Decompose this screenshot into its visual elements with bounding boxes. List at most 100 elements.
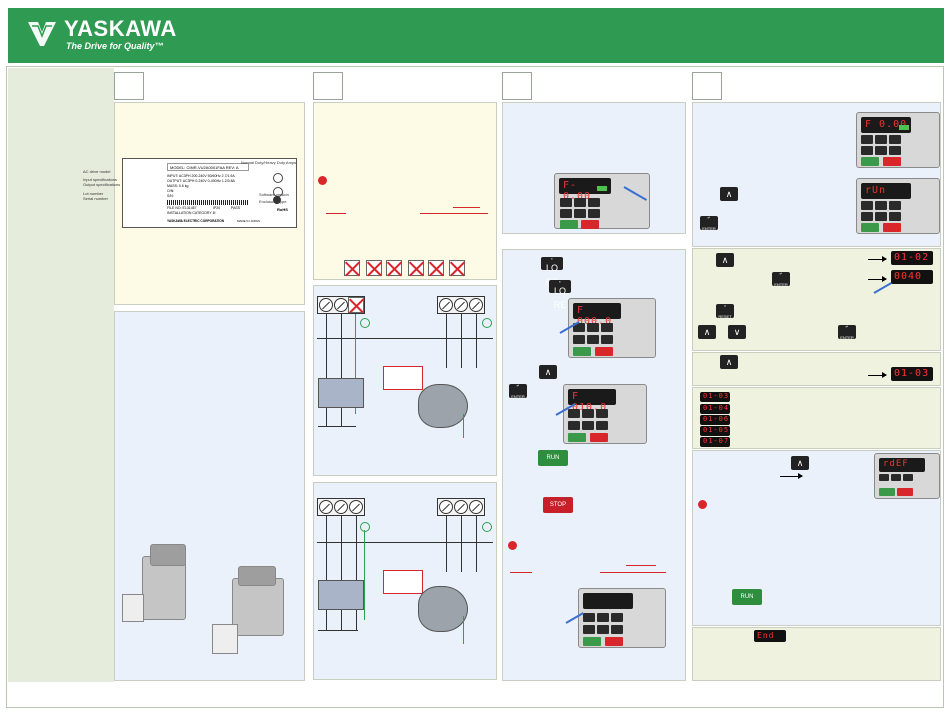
enter-key[interactable]	[596, 421, 608, 430]
ground-wire	[463, 414, 464, 438]
drive-keypad: F 0.00	[856, 112, 940, 168]
stop-key[interactable]	[595, 347, 613, 356]
esc-key[interactable]	[573, 323, 585, 332]
enter-key[interactable]	[588, 209, 600, 218]
enter-key[interactable]	[611, 625, 623, 634]
red-underline	[453, 207, 480, 208]
label-output-spec: Output specifications	[83, 182, 121, 187]
wire	[341, 408, 342, 426]
end-display: End	[754, 630, 786, 642]
up-key[interactable]: ∧	[539, 365, 557, 379]
reset-key[interactable]	[573, 335, 585, 344]
up-key[interactable]: ∧	[720, 355, 738, 369]
stop-key[interactable]: STOP	[543, 497, 573, 513]
up-key[interactable]: ∧	[791, 456, 809, 470]
run-key[interactable]	[861, 223, 879, 232]
esc-key[interactable]	[560, 198, 572, 207]
lo-re-key[interactable]	[601, 323, 613, 332]
stop-key[interactable]	[581, 220, 599, 229]
stop-key[interactable]	[883, 157, 901, 166]
drive-keypad: rdEF	[874, 453, 940, 499]
stop-key[interactable]	[590, 433, 608, 442]
arrow-icon	[868, 372, 887, 378]
reset-key[interactable]	[583, 625, 595, 634]
lo-re-key[interactable]	[889, 201, 901, 210]
label-duty-rating: Normal Duty/Heavy Duty Amps	[241, 160, 297, 165]
reset-key[interactable]: >RESET	[716, 304, 734, 319]
ground-icon	[360, 318, 370, 328]
run-key[interactable]	[583, 637, 601, 646]
down-key[interactable]	[875, 146, 887, 155]
nameplate-model-line: MODEL: CIMR-VU2A0001FAA REV: A	[167, 163, 249, 171]
esc-key[interactable]	[568, 409, 580, 418]
run-key[interactable]	[560, 220, 578, 229]
esc-key[interactable]	[861, 135, 873, 144]
wire	[446, 314, 447, 368]
reset-key[interactable]	[861, 212, 873, 221]
stop-key[interactable]	[605, 637, 623, 646]
reset-key[interactable]	[568, 421, 580, 430]
lo-re-key[interactable]	[588, 198, 600, 207]
enter-key[interactable]	[889, 212, 901, 221]
prohibited-icon	[344, 260, 360, 276]
wire	[356, 610, 357, 630]
enter-key[interactable]: ↵ENTER	[772, 272, 790, 287]
run-key[interactable]	[568, 433, 586, 442]
terminal-icon	[319, 298, 333, 312]
stop-key[interactable]	[897, 488, 913, 496]
wire	[317, 542, 493, 543]
motor-image	[418, 384, 468, 428]
down-key[interactable]	[574, 209, 586, 218]
drive-unit-image	[142, 556, 186, 620]
drive-keypad: F- 0.00	[554, 173, 650, 229]
run-key[interactable]	[879, 488, 895, 496]
lo-re-key[interactable]	[889, 135, 901, 144]
prohibited-icon	[408, 260, 424, 276]
run-key[interactable]	[573, 347, 591, 356]
arrow-icon	[780, 473, 803, 479]
up-key[interactable]: ∧	[720, 187, 738, 201]
lo-re-key[interactable]: ▪LO RE	[541, 257, 563, 287]
brand-tagline: The Drive for Quality™	[66, 41, 164, 51]
esc-key[interactable]	[879, 474, 889, 481]
wire	[317, 338, 493, 339]
enter-key[interactable]: ↵ENTER	[838, 325, 856, 340]
up-key[interactable]: ∧	[698, 325, 716, 339]
up-key[interactable]: ∧	[716, 253, 734, 267]
up-key[interactable]	[875, 135, 887, 144]
arrow-icon	[868, 276, 887, 282]
nameplate-category-line: INSTALLATION CATEGORY III	[167, 211, 216, 215]
lo-re-key[interactable]	[596, 409, 608, 418]
wire	[326, 610, 327, 630]
terminal-icon	[469, 500, 483, 514]
drive-keypad	[578, 588, 666, 648]
prohibited-icon	[449, 260, 465, 276]
enter-key[interactable]	[889, 146, 901, 155]
run-key[interactable]: RUN	[538, 450, 568, 466]
lo-re-key[interactable]: ▪LO RE	[549, 280, 571, 310]
run-key[interactable]: RUN	[732, 589, 762, 605]
esc-key[interactable]	[583, 613, 595, 622]
down-key[interactable]	[597, 625, 609, 634]
enter-key[interactable]: ↵ENTER	[700, 216, 718, 231]
up-key[interactable]	[582, 409, 594, 418]
reset-key[interactable]	[560, 209, 572, 218]
reset-key[interactable]	[861, 146, 873, 155]
wire	[326, 408, 327, 426]
down-key[interactable]	[582, 421, 594, 430]
up-key[interactable]	[574, 198, 586, 207]
esc-key[interactable]	[861, 201, 873, 210]
up-key[interactable]	[875, 201, 887, 210]
down-key[interactable]	[587, 335, 599, 344]
run-key[interactable]	[861, 157, 879, 166]
up-key[interactable]	[891, 474, 901, 481]
enter-key[interactable]	[601, 335, 613, 344]
lo-re-key[interactable]	[903, 474, 913, 481]
stop-key[interactable]	[883, 223, 901, 232]
down-key[interactable]: ∨	[728, 325, 746, 339]
up-key[interactable]	[587, 323, 599, 332]
lo-re-key[interactable]	[611, 613, 623, 622]
up-key[interactable]	[597, 613, 609, 622]
enter-key[interactable]: ↵ENTER	[509, 384, 527, 399]
down-key[interactable]	[875, 212, 887, 221]
